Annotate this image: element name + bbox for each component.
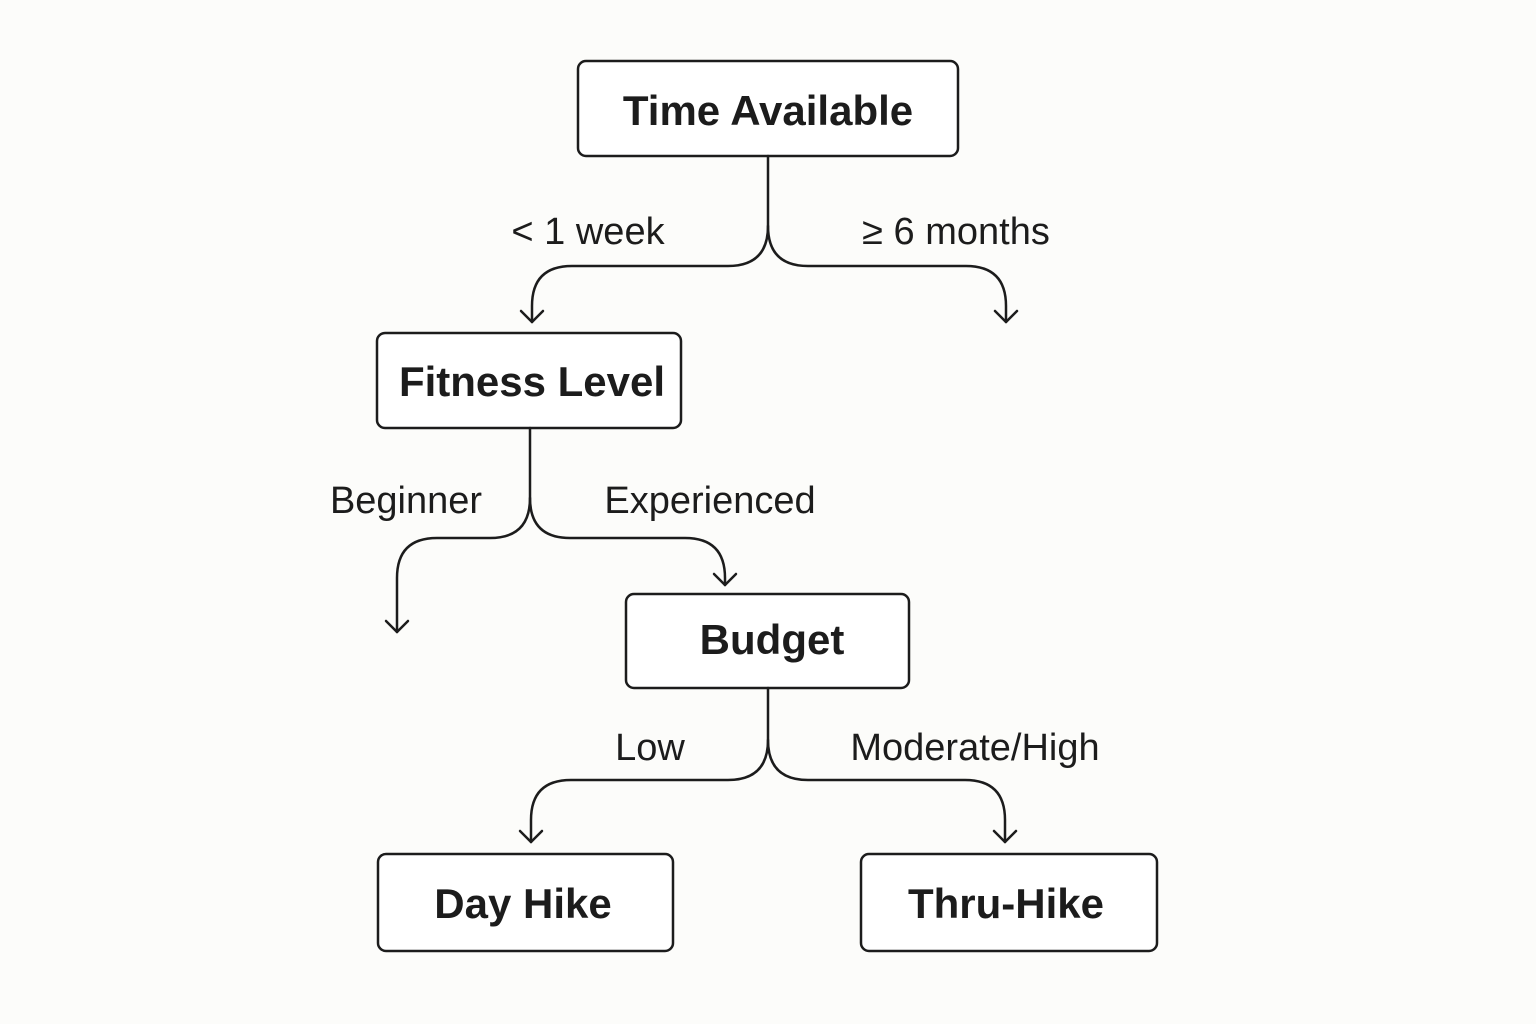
edge-beginner-arrowhead — [384, 619, 410, 634]
edge-label-moderate-high: Moderate/High — [850, 727, 1099, 769]
edge-low-arrow — [529, 686, 770, 844]
node-thru-hike-label: Thru-Hike — [908, 880, 1104, 927]
edge-label-experienced: Experienced — [604, 480, 815, 522]
edge-moderate-high-arrowhead — [992, 829, 1018, 844]
node-time-available-label: Time Available — [623, 87, 913, 134]
edge-lt-week-arrow — [530, 154, 770, 324]
edge-low-arrowhead — [518, 829, 544, 844]
node-fitness-level-label: Fitness Level — [399, 358, 665, 405]
edge-label-lt-week: < 1 week — [511, 211, 665, 253]
edges-from-time-available: < 1 week ≥ 6 months — [511, 154, 1050, 324]
edges-from-budget: Low Moderate/High — [518, 686, 1100, 844]
edge-label-beginner: Beginner — [330, 480, 482, 522]
node-day-hike: Day Hike — [376, 852, 675, 953]
edge-moderate-high-arrow — [766, 738, 1007, 844]
edge-beginner-arrow — [395, 426, 532, 634]
edge-label-ge-6-months: ≥ 6 months — [862, 211, 1050, 253]
node-fitness-level: Fitness Level — [375, 331, 683, 430]
node-thru-hike-box — [859, 852, 1159, 953]
edge-experienced-arrowhead — [712, 572, 738, 587]
node-budget-label: Budget — [700, 616, 845, 663]
node-day-hike-box — [376, 852, 675, 953]
edge-label-low: Low — [615, 727, 685, 769]
edge-lt-week-arrowhead — [519, 309, 545, 324]
node-day-hike-label: Day Hike — [434, 880, 611, 927]
node-budget: Budget — [624, 592, 911, 690]
edges-from-fitness-level: Beginner Experienced — [330, 426, 816, 634]
edge-experienced-arrow — [528, 496, 727, 587]
node-time-available: Time Available — [576, 59, 960, 158]
node-thru-hike: Thru-Hike — [859, 852, 1159, 953]
edge-ge-6-months-arrowhead — [993, 309, 1019, 324]
edge-ge-6-months-arrow — [766, 224, 1008, 324]
